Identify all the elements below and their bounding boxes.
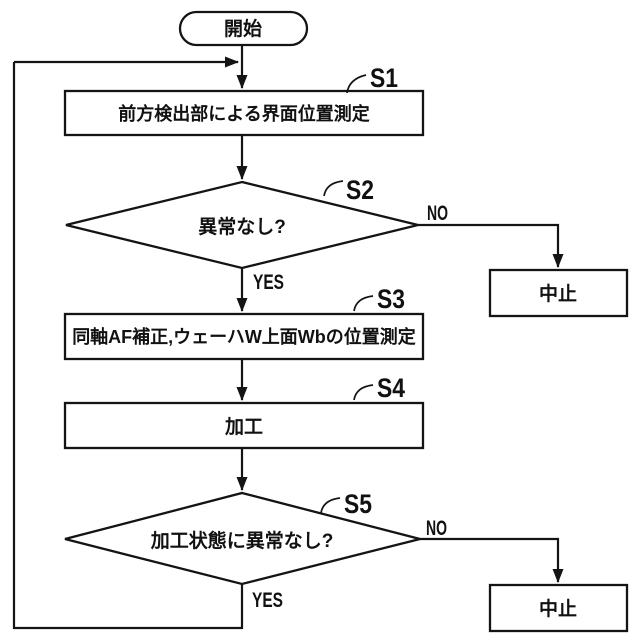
- s1-step-tag: S1: [370, 63, 398, 93]
- s5-no-label: NO: [426, 517, 447, 540]
- s1-process-box: [63, 89, 425, 137]
- s4-process-box: [63, 401, 425, 450]
- s4-label: 加工: [224, 416, 263, 438]
- edge-s5-no-to-abort2: [420, 537, 564, 583]
- abort2-label: 中止: [539, 597, 577, 620]
- s3-label: 同軸AF補正,ウェーハW上面Wbの位置測定: [72, 326, 416, 347]
- s5-yes-label: YES: [252, 589, 283, 612]
- s2-label: 異常なし?: [198, 215, 286, 238]
- s3-process-box: [63, 312, 425, 361]
- s2-step-leader: [323, 180, 344, 197]
- abort1-label: 中止: [539, 282, 577, 305]
- s1-label: 前方検出部による界面位置測定: [118, 103, 369, 124]
- s2-step-tag: S2: [346, 175, 374, 205]
- s5-label: 加工状態に異常なし?: [150, 529, 334, 552]
- edge-s2-no-to-abort1: [418, 223, 564, 268]
- s5-decision-diamond: [64, 491, 421, 586]
- s5-step-tag: S5: [344, 489, 372, 519]
- s2-no-label: NO: [427, 202, 448, 225]
- s4-step-leader: [353, 384, 374, 401]
- s2-yes-label: YES: [253, 271, 284, 294]
- abort2-process-box: [488, 583, 629, 633]
- start-terminator: [178, 10, 309, 47]
- s3-step-leader: [353, 295, 374, 312]
- start-label: 開始: [224, 17, 262, 40]
- s3-step-tag: S3: [377, 284, 405, 314]
- s4-step-tag: S4: [377, 373, 405, 403]
- edge-loop-back: [12, 62, 244, 630]
- abort1-process-box: [488, 268, 629, 318]
- s1-step-leader: [346, 74, 367, 94]
- s2-decision-diamond: [65, 180, 419, 270]
- s5-step-leader: [320, 497, 341, 514]
